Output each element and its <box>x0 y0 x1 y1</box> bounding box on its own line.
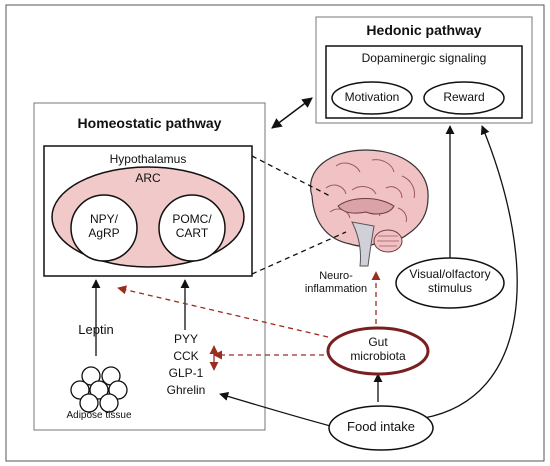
reward-label: Reward <box>443 90 485 104</box>
glp1-label: GLP-1 <box>168 366 204 380</box>
pathway-link-arrow <box>271 97 313 129</box>
npy-label-line1: NPY/ <box>89 212 118 226</box>
hypothalamus-brain-dash-top <box>251 155 331 197</box>
brain-icon <box>309 149 429 267</box>
hypothalamus-label: Hypothalamus <box>109 152 187 166</box>
adipose-cells-icon <box>70 366 128 413</box>
neuroinflammation-label: Neuro- inflammation <box>296 270 376 295</box>
neuroinflammation-line1: Neuro- <box>319 270 353 282</box>
hypothalamus-brain-dash-bottom <box>251 231 347 275</box>
pomc-cart-circle <box>158 194 226 262</box>
food-to-ghrelin-arrow <box>219 391 339 429</box>
motivation-ellipse <box>331 81 413 115</box>
stimulus-label-line1: Visual/olfactory <box>409 267 491 281</box>
arc-label: ARC <box>135 171 161 185</box>
gut-label-line2: microbiota <box>350 348 406 363</box>
stimulus-label: Visual/olfactory stimulus <box>396 267 504 296</box>
npy-label-line2: AgRP <box>88 225 120 240</box>
gut-label-line1: Gut <box>368 335 388 349</box>
pomc-label-line1: POMC/ <box>172 212 212 226</box>
adipose-tissue-label: Adipose tissue <box>66 410 132 421</box>
ghrelin-label: Ghrelin <box>166 383 206 397</box>
npy-agrp-circle <box>70 194 138 262</box>
hedonic-title: Hedonic pathway <box>366 22 482 38</box>
gut-microbiota-label: Gut microbiota <box>328 335 428 364</box>
dopaminergic-label: Dopaminergic signaling <box>361 51 487 65</box>
pyy-label: PYY <box>173 332 198 346</box>
food-intake-label: Food intake <box>347 419 415 434</box>
neuroinflammation-line2: inflammation <box>304 282 368 295</box>
food-to-hedonic-arrow <box>423 125 518 419</box>
homeostatic-title: Homeostatic pathway <box>77 115 222 131</box>
cck-label: CCK <box>173 349 199 363</box>
stimulus-ellipse <box>395 257 505 309</box>
outer-frame <box>5 4 545 462</box>
npy-agrp-label: NPY/ AgRP <box>71 212 137 241</box>
motivation-label: Motivation <box>344 90 400 104</box>
food-intake-ellipse <box>328 405 434 451</box>
pomc-label-line2: CART <box>175 225 209 240</box>
reward-ellipse <box>423 81 505 115</box>
leptin-label: Leptin <box>78 322 114 337</box>
stimulus-label-line2: stimulus <box>427 280 472 295</box>
pomc-cart-label: POMC/ CART <box>159 212 225 241</box>
gut-microbiota-ellipse <box>326 326 430 376</box>
